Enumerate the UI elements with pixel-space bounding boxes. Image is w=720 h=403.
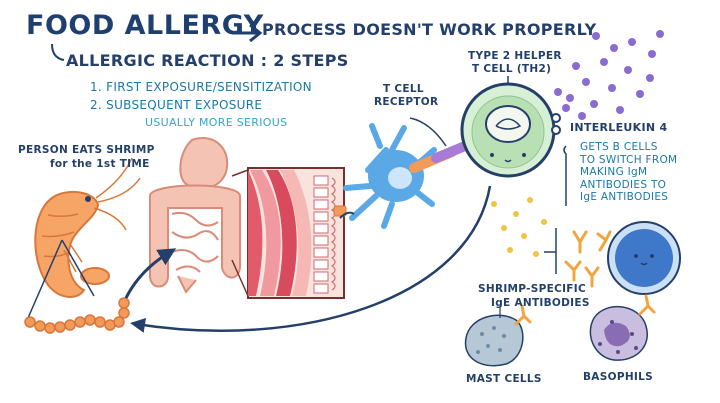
cytokine-dots [491, 197, 547, 257]
t-cell-receptor-label-line2: receptor [374, 96, 439, 108]
mast-cells-label: Mast cells [466, 373, 542, 385]
shrimp-pointer-lines [27, 239, 95, 319]
zoom-lines [231, 169, 249, 297]
interleukin-4-molecules [554, 30, 664, 120]
b-cell-switch-line: Gets B cells [580, 141, 658, 153]
protein-chain-icon [24, 297, 130, 334]
ige-label-line1: Shrimp-specific [478, 283, 586, 295]
th2-label-line1: Type 2 helper [468, 50, 562, 62]
b-cell-icon [607, 221, 681, 295]
b-cell-switch-bracket [563, 145, 567, 206]
b-cell-switch-line: to switch from [580, 153, 678, 166]
shrimp-icon [34, 157, 141, 298]
step-1-text: 1. First exposure/sensitization [90, 80, 312, 94]
b-cell-switch-text: Gets B cells to switch from MAKING IgM a… [580, 141, 677, 204]
title-bracket-line [51, 43, 65, 61]
basophils-label: Basophils [583, 371, 653, 383]
ige-label-line2: IgE ANTIBODIES [491, 297, 590, 309]
reaction-heading: Allergic reaction : 2 steps [66, 51, 349, 70]
t-cell-receptor-label-line1: T cell [383, 83, 424, 95]
b-cell-switch-line: antibodies to [580, 178, 667, 191]
b-cell-switch-line: MAKING IgM [580, 166, 648, 179]
step-2-note: Usually more serious [145, 116, 288, 129]
b-cell-switch-line: IgE ANTIBODIES [580, 191, 669, 204]
tissue-zoom-panel [247, 167, 347, 299]
intestine-icon [149, 137, 241, 294]
page-title: Food Allergy [26, 10, 264, 41]
title-arrow-icon [232, 23, 263, 43]
shrimp-label-line1: Person eats shrimp [18, 144, 155, 156]
ige-antibodies [564, 230, 612, 288]
subtitle: Process doesn't work properly [262, 20, 597, 39]
interleukin-label: Interleukin 4 [570, 121, 668, 134]
return-arrow [130, 185, 492, 333]
th2-cell-icon [460, 76, 561, 178]
ige-bracket [544, 228, 557, 274]
mast-cell-icon [464, 304, 532, 367]
th2-label-line2: T cell (TH2) [472, 63, 552, 75]
ingestion-arrow [124, 248, 177, 299]
step-2-text: 2. Subsequent exposure [90, 98, 263, 112]
shrimp-label-line2: for the 1st TIME [50, 158, 150, 170]
dendritic-cell-icon [339, 123, 437, 229]
basophil-icon [589, 294, 656, 361]
